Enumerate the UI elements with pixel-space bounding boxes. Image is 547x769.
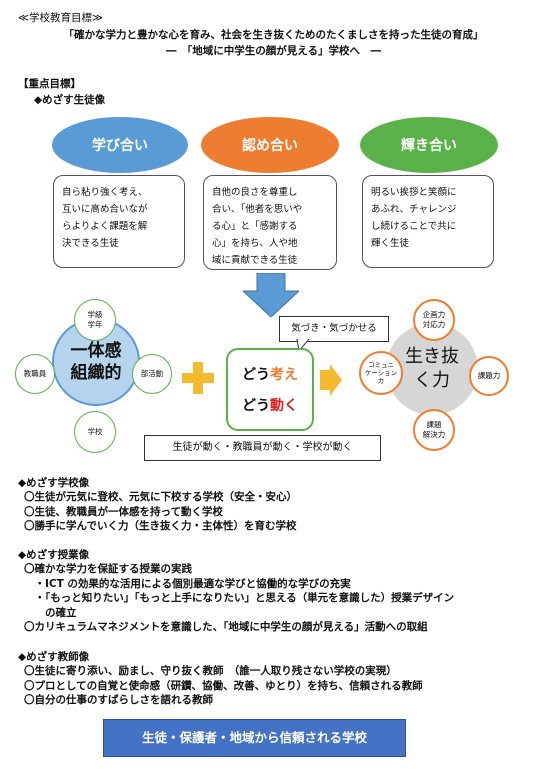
act-emphasis: 動く: [270, 398, 298, 414]
movement-bar: 生徒が動く・教職員が動く・学校が動く: [144, 435, 381, 461]
callout-box: 気づき・気づかせる: [279, 316, 389, 342]
list-item: ・ICT の効果的な活用による個別最適な学びと協働的な学びの充実: [24, 577, 351, 590]
pillar-label: 輝き合い: [401, 138, 457, 154]
satellite-class-grade: 学級 学年: [74, 299, 116, 341]
list-item: ・「もっと知りたい」「もっと上手になりたい」と思える（単元を意識した）授業デザイ…: [24, 592, 455, 604]
key-goals-heading: 【重点目標】: [18, 78, 81, 90]
trust-banner: 生徒・保護者・地域から信頼される学校: [103, 719, 406, 757]
list-item: 〇自分の仕事のすばらしさを語れる教師: [24, 694, 213, 706]
think-line: どう考え: [228, 364, 312, 384]
list-item: 〇生徒、教職員が一体感を持って動く学校: [24, 505, 223, 518]
pillar-desc-manabiai: 自ら粘り強く考え、 互いに高め合いなが らよりよく課題を解 決できる生徒: [53, 175, 185, 268]
school-image-heading: ◆めざす学校像: [18, 477, 90, 489]
act-line: どう動く: [228, 395, 312, 415]
callout-text: 気づき・気づかせる: [291, 323, 377, 334]
lesson-image-list: 〇確かな学力を保証する授業の実践 ・ICT の効果的な活用による個別最適な学びと…: [18, 562, 454, 635]
pillar-label: 認め合い: [242, 138, 298, 154]
banner-text: 生徒・保護者・地域から信頼される学校: [141, 730, 367, 745]
satellite-staff: 教職員: [15, 354, 55, 394]
student-image-heading: ◆めざす生徒像: [34, 94, 106, 106]
pillar-desc-kagayakiai: 明るい挨拶と笑顔に あふれ、チャレンジ し続けることで共に 輝く生徒: [362, 175, 494, 268]
teacher-image-heading: ◆めざす教師像: [18, 651, 90, 663]
movement-text: 生徒が動く・教職員が動く・学校が動く: [172, 442, 353, 453]
satellite-club: 部活動: [132, 354, 172, 394]
plus-icon: [182, 362, 214, 394]
school-goal: 「確かな学力と豊かな心を育み、社会を生き抜くためのたくましさを持った生徒の育成」: [63, 29, 484, 41]
pillar-desc-mitomeai: 自他の良さを尊重し 合い、「他者を思いや る心」と「感謝する 心」を持ち、人や地…: [203, 175, 337, 270]
satellite-school: 学校: [74, 411, 116, 453]
lesson-image-heading: ◆めざす授業像: [18, 549, 90, 561]
school-goal-subtitle: ― 「地域に中学生の顔が見える」学校へ ―: [166, 45, 381, 57]
act-prefix: どう: [242, 398, 270, 414]
down-arrow-icon: [243, 273, 299, 317]
list-item: 〇カリキュラムマネジメントを意識した、「地域に中学生の顔が見える」活動への取組: [24, 621, 428, 633]
satellite-issue: 課題力: [469, 356, 509, 396]
right-arrow-icon: [320, 364, 342, 396]
pillar-manabiai: 学び合い: [52, 117, 188, 173]
think-emphasis: 考え: [270, 367, 298, 383]
think-act-box: どう考え どう動く: [226, 348, 314, 431]
list-item: 〇確かな学力を保証する授業の実践: [24, 563, 192, 575]
think-prefix: どう: [242, 367, 270, 383]
list-item: 〇勝手に学んでいく力（生き抜く力・主体性）を育む学校: [24, 520, 297, 532]
teacher-image-list: 〇生徒に寄り添い、励まし、守り抜く教師 （誰一人取り残さない学校の実現） 〇プロ…: [18, 664, 423, 708]
school-image-list: 〇生徒が元気に登校、元気に下校する学校（安全・安心） 〇生徒、教職員が一体感を持…: [18, 490, 297, 534]
satellite-problem-solving: 課題 解決力: [413, 409, 455, 451]
pillar-kagayakiai: 輝き合い: [360, 117, 498, 173]
pillar-label: 学び合い: [92, 138, 148, 154]
satellite-communication: コミュニ ケーション カ: [359, 351, 403, 395]
pillar-mitomeai: 認め合い: [201, 117, 339, 173]
list-item: の確立: [24, 606, 77, 619]
list-item: 〇生徒に寄り添い、励まし、守り抜く教師 （誰一人取り残さない学校の実現）: [24, 665, 397, 677]
list-item: 〇プロとしての自覚と使命感（研鑽、協働、改善、ゆとり）を持ち、信頼される教師: [24, 679, 423, 692]
satellite-planning: 企画力 対応力: [413, 299, 455, 341]
section-title: ≪学校教育目標≫: [18, 12, 103, 24]
list-item: 〇生徒が元気に登校、元気に下校する学校（安全・安心）: [24, 491, 297, 503]
